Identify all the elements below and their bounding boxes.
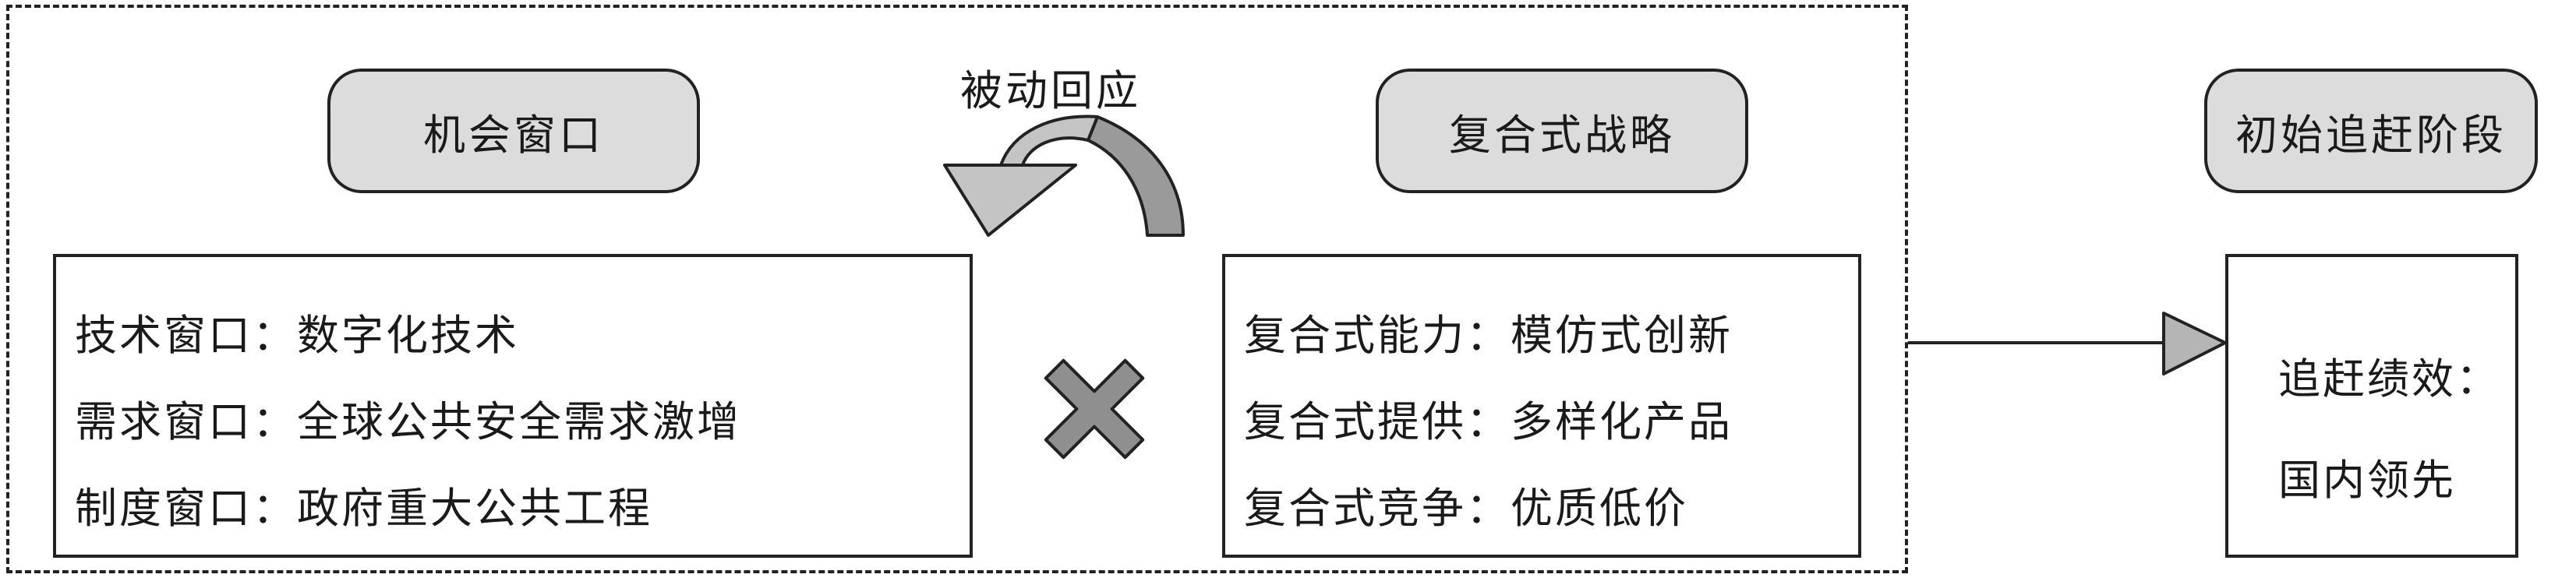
stage-item: 追赶绩效： <box>2278 354 2500 404</box>
dashed-group-frame <box>6 5 1908 573</box>
strategy-title: 复合式战略 <box>1376 69 1748 193</box>
strategy-item: 复合式能力：模仿式创新 <box>1244 311 1733 360</box>
stage-box: 追赶绩效： 国内领先 <box>2225 254 2518 558</box>
opportunity-item: 需求窗口：全球公共安全需求激增 <box>75 397 741 446</box>
curved-feedback-arrow-icon <box>943 115 1185 237</box>
opportunity-item: 制度窗口：政府重大公共工程 <box>75 484 652 533</box>
opportunity-window-title-text: 机会窗口 <box>423 110 604 160</box>
strategy-item: 复合式竞争：优质低价 <box>1244 484 1688 533</box>
stage-title: 初始追赶阶段 <box>2204 69 2538 193</box>
strategy-item: 复合式提供：多样化产品 <box>1244 397 1733 446</box>
right-arrow-icon <box>1908 312 2227 375</box>
feedback-label: 被动回应 <box>960 66 1141 115</box>
strategy-title-text: 复合式战略 <box>1449 110 1675 160</box>
multiply-icon <box>1044 358 1145 460</box>
opportunity-item: 技术窗口：数字化技术 <box>75 311 519 360</box>
strategy-box: 复合式能力：模仿式创新 复合式提供：多样化产品 复合式竞争：优质低价 <box>1222 254 1861 558</box>
opportunity-window-title: 机会窗口 <box>327 69 700 193</box>
stage-title-text: 初始追赶阶段 <box>2235 110 2507 160</box>
opportunity-window-box: 技术窗口：数字化技术 需求窗口：全球公共安全需求激增 制度窗口：政府重大公共工程 <box>53 254 973 558</box>
stage-item: 国内领先 <box>2278 456 2456 505</box>
